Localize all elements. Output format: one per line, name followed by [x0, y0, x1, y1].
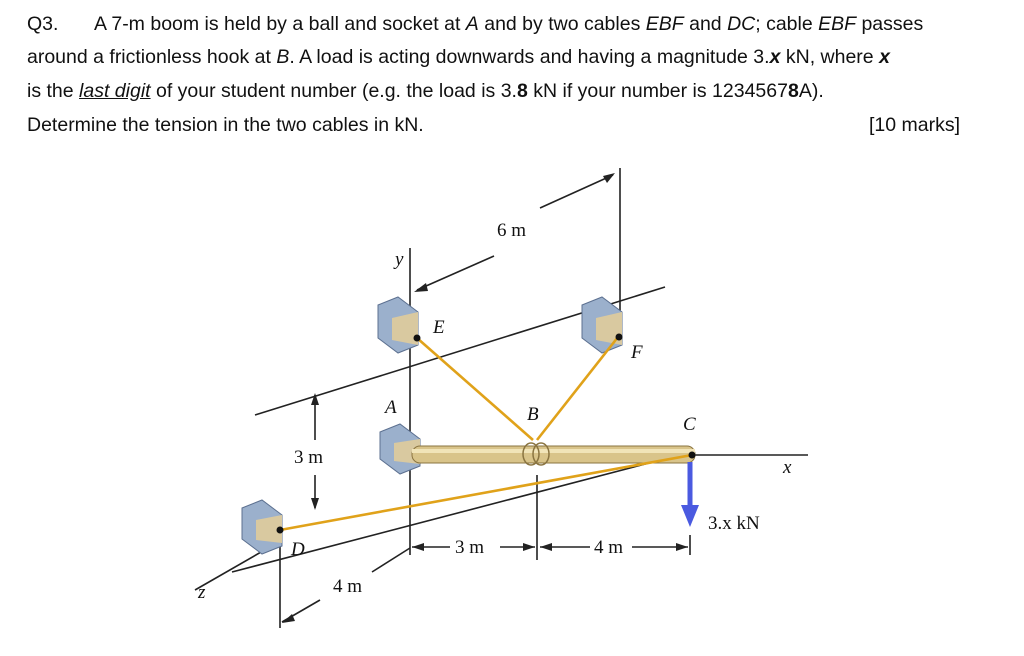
- point-f-dot: [615, 333, 623, 341]
- bracket-e: [377, 296, 419, 354]
- point-e-dot: [413, 334, 421, 342]
- text-run: of your student number (e.g. the load is…: [150, 80, 517, 102]
- text-run: x: [879, 46, 890, 68]
- arrowhead-vert-up: [311, 393, 319, 405]
- text-run: B: [276, 46, 290, 68]
- text-run: EBF: [818, 13, 857, 35]
- arrowhead-depth: [282, 614, 295, 623]
- text-run: 8: [516, 80, 528, 102]
- question-line-1: Q3. A 7-m boom is held by a ball and sock…: [27, 12, 923, 36]
- text-run: ; cable: [755, 13, 819, 35]
- label-x: x: [782, 457, 792, 478]
- boom: [411, 442, 696, 466]
- cable-eb: [416, 337, 534, 441]
- dim-x2-label: 4 m: [594, 537, 623, 558]
- text-run: kN if your number is 1234567: [527, 80, 788, 102]
- arrowhead-x2-right: [676, 543, 688, 551]
- text-run: around a frictionless hook at: [27, 46, 277, 68]
- load-label: 3.x kN: [708, 513, 760, 534]
- arrowhead-vert-down: [311, 498, 319, 510]
- label-c: C: [683, 414, 696, 435]
- bracket-a: [379, 423, 421, 475]
- point-c-dot: [688, 451, 696, 459]
- marks-label: [10 marks]: [868, 114, 960, 136]
- dim-depth-label: 4 m: [333, 576, 362, 597]
- question-number: Q3.: [27, 13, 59, 35]
- label-y: y: [393, 249, 404, 270]
- label-d: D: [290, 539, 305, 560]
- arrowhead-top-right: [603, 173, 615, 183]
- question-line-3: is the last digit of your student number…: [27, 79, 824, 103]
- text-run: A: [465, 13, 479, 35]
- text-run: A 7-m boom is held by a ball and socket …: [94, 13, 466, 35]
- arrowhead-x1-right: [523, 543, 535, 551]
- bracket-d: [241, 499, 283, 555]
- dim-depth-ext: [371, 547, 411, 573]
- text-run: and by two cables: [478, 13, 646, 35]
- cable-dc: [279, 453, 693, 532]
- question-text: Q3. A 7-m boom is held by a ball and sock…: [0, 0, 1024, 150]
- cable-bf: [535, 336, 620, 441]
- text-run: is the: [27, 80, 80, 102]
- arrowhead-x1-left: [412, 543, 424, 551]
- point-d-dot: [276, 526, 284, 534]
- dim-top-label: 6 m: [497, 220, 526, 241]
- text-run: last digit: [79, 80, 151, 102]
- question-line-4: Determine the tension in the two cables …: [27, 114, 424, 136]
- label-a: A: [383, 397, 397, 418]
- text-run: A).: [798, 80, 824, 102]
- label-e: E: [432, 317, 445, 338]
- label-b: B: [527, 404, 539, 425]
- text-run: kN, where: [780, 46, 880, 68]
- question-line-1-body: A 7-m boom is held by a ball and socket …: [94, 13, 923, 35]
- arrowhead-x2-left: [540, 543, 552, 551]
- dim-vertical-label: 3 m: [294, 447, 323, 468]
- bracket-f: [581, 296, 623, 354]
- text-run: 8: [787, 80, 799, 102]
- label-f: F: [630, 342, 643, 363]
- arrowhead-top-left: [414, 283, 428, 292]
- label-z: z: [197, 582, 206, 603]
- dim-top-ext: [539, 174, 614, 209]
- text-run: EBF: [645, 13, 684, 35]
- text-run: . A load is acting downwards and having …: [289, 46, 770, 68]
- dim-x1-label: 3 m: [455, 537, 484, 558]
- dim-top-left: [416, 255, 495, 291]
- text-run: and: [683, 13, 728, 35]
- question-line-2: around a frictionless hook at B. A load …: [27, 45, 890, 69]
- text-run: x: [769, 46, 781, 68]
- wall-edge-lower: [231, 456, 673, 573]
- load-arrow: [681, 462, 699, 527]
- text-run: passes: [856, 13, 924, 35]
- text-run: DC: [727, 13, 756, 35]
